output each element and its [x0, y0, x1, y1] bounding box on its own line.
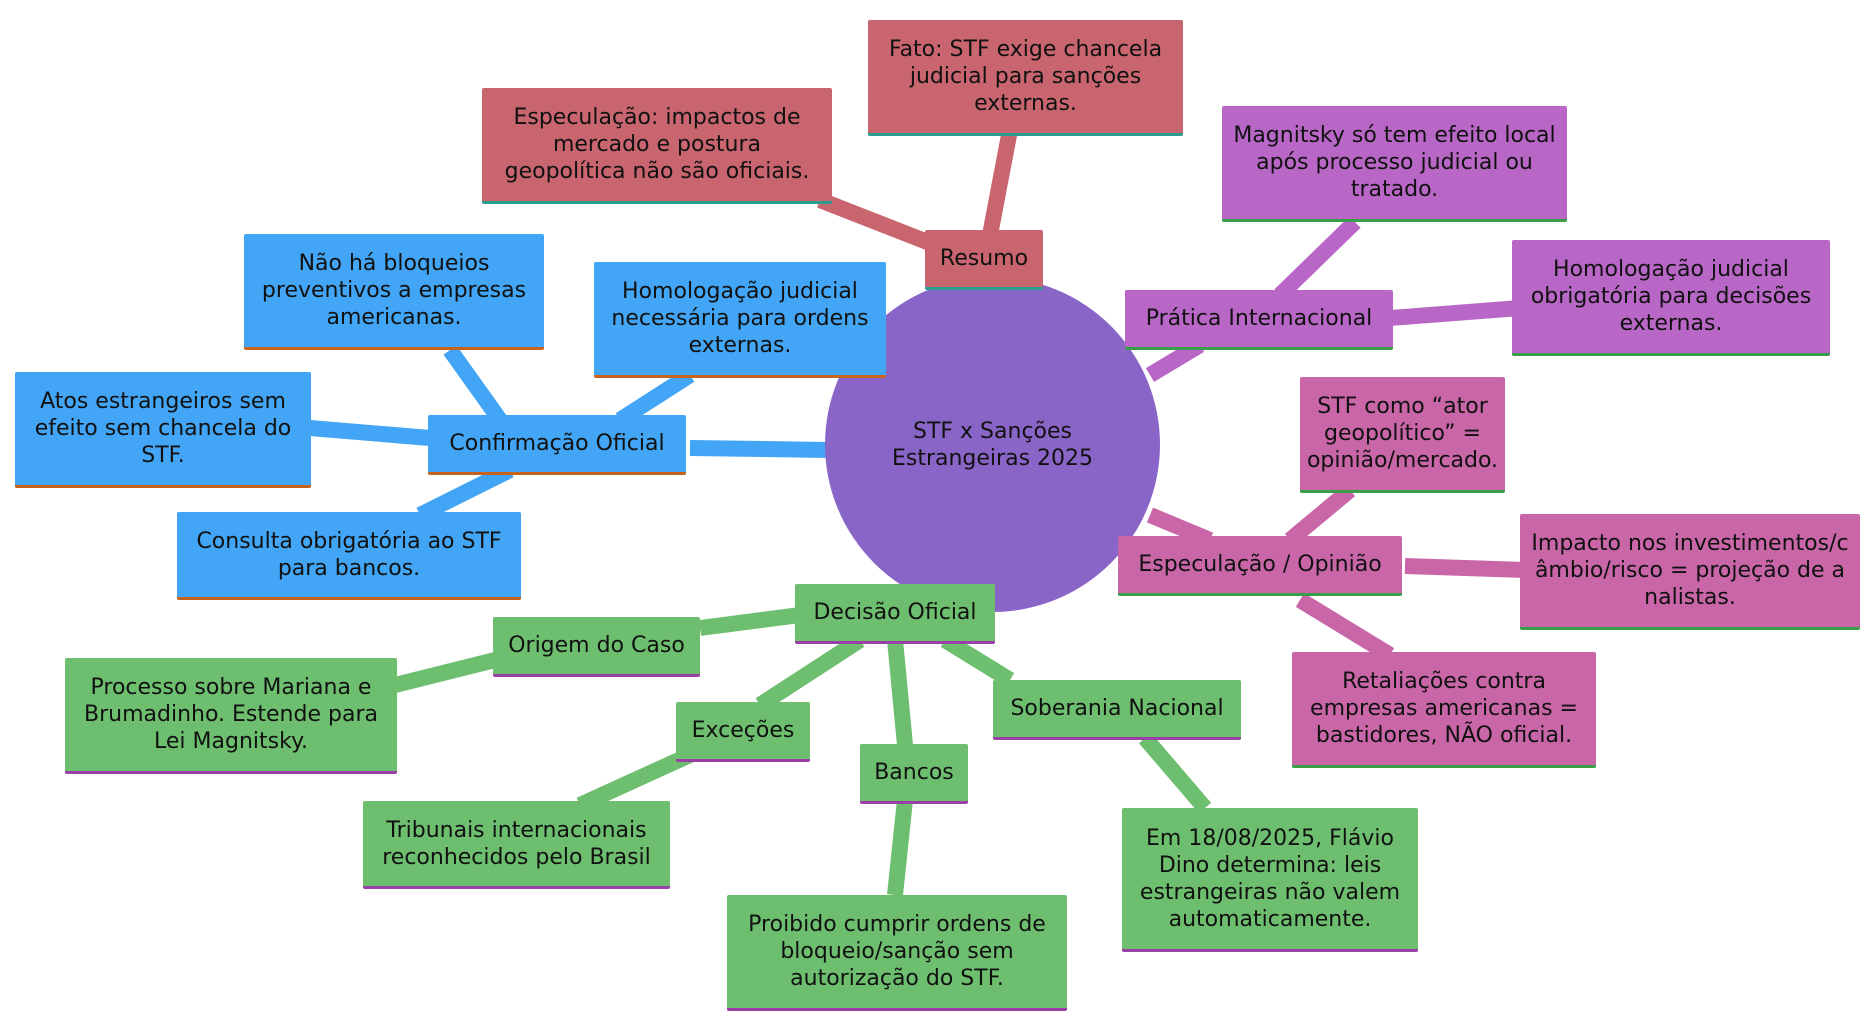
decisao-excecoes-node[interactable]: Exceções [676, 702, 810, 762]
decisao-excecoes-label: Exceções [691, 718, 795, 743]
origem-processo-label: Processo sobre Mariana e Brumadinho. Est… [84, 675, 378, 754]
especulacao-ator-node[interactable]: STF como “ator geopolítico” = opinião/me… [1300, 377, 1505, 493]
branch-resumo[interactable]: Resumo [925, 230, 1043, 290]
confirmacao-homologacao-node[interactable]: Homologação judicial necessária para ord… [594, 262, 886, 378]
decisao-origem-node[interactable]: Origem do Caso [493, 617, 700, 677]
branch-resumo-label: Resumo [939, 246, 1029, 271]
branch-decisao-label: Decisão Oficial [813, 600, 977, 625]
edge-resumo-especulacao [817, 192, 938, 253]
branch-confirmacao-label: Confirmação Oficial [449, 431, 665, 456]
edge-especulacao-retaliacoes [1295, 593, 1395, 662]
resumo-especulacao-label: Especulação: impactos de mercado e postu… [504, 105, 810, 184]
especulacao-ator-label: STF como “ator geopolítico” = opinião/me… [1306, 394, 1499, 473]
confirmacao-consulta-node[interactable]: Consulta obrigatória ao STF para bancos. [177, 512, 521, 600]
resumo-fato-label: Fato: STF exige chancela judicial para s… [888, 37, 1163, 116]
branch-especulacao[interactable]: Especulação / Opinião [1118, 536, 1402, 596]
decisao-bancos-node[interactable]: Bancos [860, 744, 968, 804]
edge-confirmacao-homologacao [615, 368, 695, 427]
confirmacao-homologacao-label: Homologação judicial necessária para ord… [611, 279, 869, 358]
edge-decisao-origem [698, 607, 802, 636]
pratica-magnitsky-label: Magnitsky só tem efeito local após proce… [1233, 123, 1556, 202]
resumo-especulacao-node[interactable]: Especulação: impactos de mercado e postu… [482, 88, 832, 204]
branch-confirmacao[interactable]: Confirmação Oficial [428, 415, 686, 475]
excecoes-tribunais-node[interactable]: Tribunais internacionais reconhecidos pe… [363, 801, 670, 889]
especulacao-impacto-node[interactable]: Impacto nos investimentos/câmbio/risco =… [1520, 514, 1860, 630]
edge-decisao-excecoes [755, 633, 865, 712]
edge-excecoes-tribunais [576, 747, 694, 813]
branch-pratica-label: Prática Internacional [1145, 306, 1373, 331]
edge-pratica-homologacao [1389, 300, 1521, 326]
especulacao-retaliacoes-label: Retaliações contra empresas americanas =… [1310, 669, 1578, 748]
confirmacao-consulta-label: Consulta obrigatória ao STF para bancos. [196, 528, 502, 581]
decisao-soberania-label: Soberania Nacional [1010, 696, 1224, 721]
pratica-homologacao-node[interactable]: Homologação judicial obrigatória para de… [1512, 240, 1830, 356]
edge-root-especulacao [1146, 507, 1214, 548]
origem-processo-node[interactable]: Processo sobre Mariana e Brumadinho. Est… [65, 658, 397, 774]
branch-decisao[interactable]: Decisão Oficial [795, 584, 995, 644]
root-node-label: STF x Sanções Estrangeiras 2025 [891, 418, 1094, 471]
edge-confirmacao-atos [309, 420, 431, 446]
edge-especulacao-impacto [1404, 558, 1526, 578]
edge-decisao-bancos [887, 639, 913, 746]
excecoes-tribunais-label: Tribunais internacionais reconhecidos pe… [382, 817, 651, 870]
especulacao-impacto-label: Impacto nos investimentos/câmbio/risco =… [1531, 531, 1849, 610]
edge-especulacao-ator [1284, 483, 1356, 547]
edge-bancos-proibido [887, 799, 913, 896]
soberania-dino-label: Em 18/08/2025, Flávio Dino determina: le… [1139, 825, 1401, 932]
pratica-magnitsky-node[interactable]: Magnitsky só tem efeito local após proce… [1222, 106, 1567, 222]
decisao-bancos-label: Bancos [874, 760, 954, 785]
resumo-fato-node[interactable]: Fato: STF exige chancela judicial para s… [868, 20, 1183, 136]
pratica-homologacao-label: Homologação judicial obrigatória para de… [1530, 257, 1812, 336]
bancos-proibido-label: Proibido cumprir ordens de bloqueio/sanç… [748, 912, 1046, 991]
confirmacao-atos-node[interactable]: Atos estrangeiros sem efeito sem chancel… [15, 372, 311, 488]
edge-decisao-soberania [940, 633, 1015, 687]
edge-root-pratica [1145, 338, 1205, 382]
branch-pratica[interactable]: Prática Internacional [1125, 290, 1393, 350]
edge-confirmacao-bloqueios [443, 345, 507, 425]
edge-resumo-fato [982, 128, 1018, 237]
edge-origem-processo [393, 652, 497, 693]
soberania-dino-node[interactable]: Em 18/08/2025, Flávio Dino determina: le… [1122, 808, 1418, 952]
bancos-proibido-node[interactable]: Proibido cumprir ordens de bloqueio/sanç… [727, 895, 1067, 1011]
branch-especulacao-label: Especulação / Opinião [1138, 552, 1382, 577]
edge-confirmacao-consulta [416, 462, 514, 523]
especulacao-retaliacoes-node[interactable]: Retaliações contra empresas americanas =… [1292, 652, 1596, 768]
confirmacao-atos-label: Atos estrangeiros sem efeito sem chancel… [34, 389, 292, 468]
confirmacao-bloqueios-node[interactable]: Não há bloqueios preventivos a empresas … [244, 234, 544, 350]
edge-pratica-magnitsky [1274, 216, 1361, 301]
decisao-origem-label: Origem do Caso [508, 633, 685, 658]
edge-soberania-dino [1138, 732, 1212, 814]
decisao-soberania-node[interactable]: Soberania Nacional [993, 680, 1241, 740]
edge-root-confirmacao [689, 440, 831, 458]
confirmacao-bloqueios-label: Não há bloqueios preventivos a empresas … [261, 251, 527, 330]
